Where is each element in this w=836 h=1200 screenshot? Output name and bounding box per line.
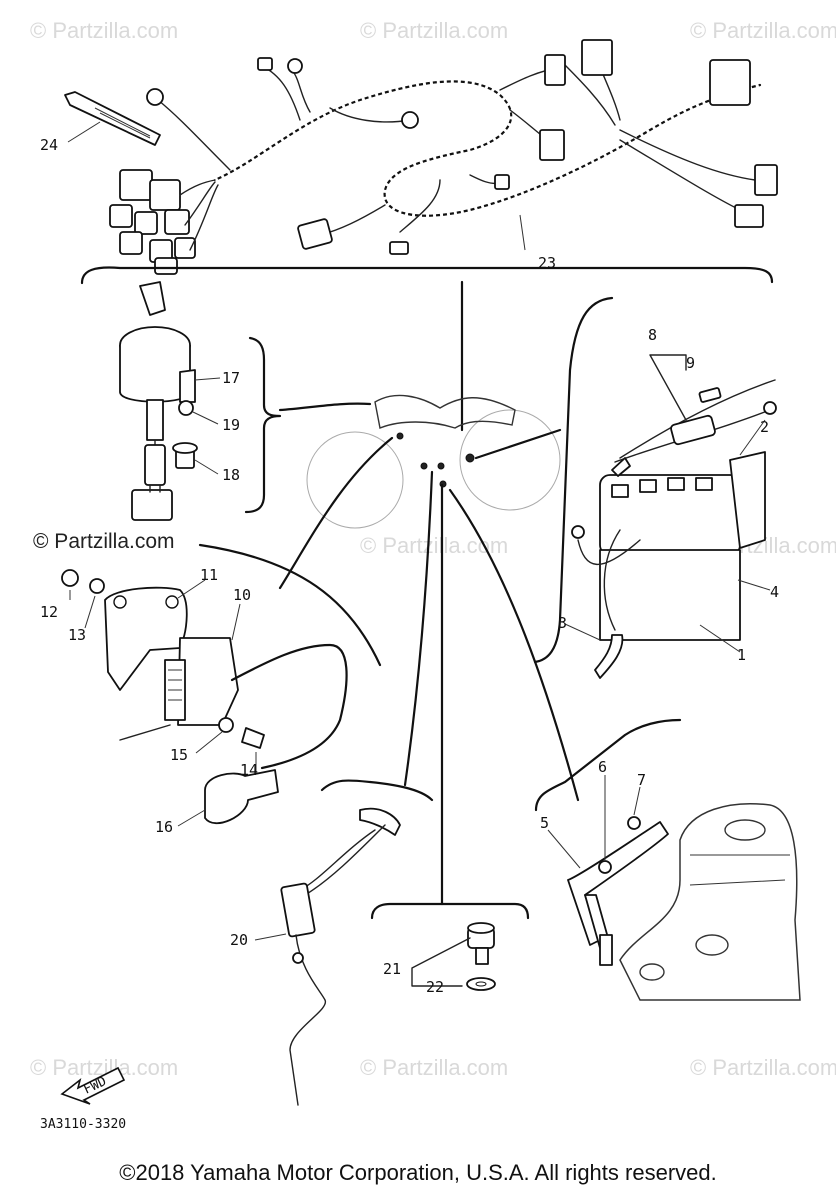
callout-13: 13 xyxy=(68,626,86,644)
watermark: © Partzilla.com xyxy=(690,1055,836,1080)
callout-3: 3 xyxy=(558,614,567,632)
callout-7: 7 xyxy=(637,771,646,789)
group-bracket xyxy=(80,266,774,285)
callout-12: 12 xyxy=(40,603,58,621)
watermark: © Partzilla.com xyxy=(360,533,508,558)
callout-5: 5 xyxy=(540,814,549,832)
callout-21: 21 xyxy=(383,960,401,978)
callout-14: 14 xyxy=(240,761,258,779)
callout-labels: 1 2 3 4 5 6 7 8 9 10 11 12 13 14 15 16 1… xyxy=(40,136,779,996)
battery-group xyxy=(474,296,777,679)
bracket-group xyxy=(448,488,801,1001)
callout-8: 8 xyxy=(648,326,657,344)
bolt-group xyxy=(370,483,530,991)
callout-2: 2 xyxy=(760,418,769,436)
callout-6: 6 xyxy=(598,758,607,776)
callout-18: 18 xyxy=(222,466,240,484)
callout-20: 20 xyxy=(230,931,248,949)
callout-1: 1 xyxy=(737,646,746,664)
watermark: © Partzilla.com xyxy=(360,18,508,43)
watermark: © Partzilla.com xyxy=(690,18,836,43)
neutral-switch-group xyxy=(280,470,434,1106)
callout-19: 19 xyxy=(222,416,240,434)
watermark: © Partzilla.com xyxy=(30,18,178,43)
fwd-arrow-icon: FWD xyxy=(60,1066,126,1105)
callout-22: 22 xyxy=(426,978,444,996)
callout-24: 24 xyxy=(40,136,58,154)
main-switch-group xyxy=(119,281,372,521)
cdi-group xyxy=(61,436,394,825)
frame-silhouette xyxy=(306,394,561,529)
watermark: © Partzilla.com xyxy=(360,1055,508,1080)
callout-15: 15 xyxy=(170,746,188,764)
callout-17: 17 xyxy=(222,369,240,387)
callout-4: 4 xyxy=(770,583,779,601)
leader-lines xyxy=(67,121,771,941)
callout-9: 9 xyxy=(686,354,695,372)
callout-10: 10 xyxy=(233,586,251,604)
partzilla-logo-text: © Partzilla.com xyxy=(33,530,175,553)
callout-11: 11 xyxy=(200,566,218,584)
wire-harness xyxy=(64,39,778,275)
diagram-code: 3A3110-3320 xyxy=(40,1117,126,1132)
callout-16: 16 xyxy=(155,818,173,836)
copyright-text: ©2018 Yamaha Motor Corporation, U.S.A. A… xyxy=(119,1160,717,1185)
callout-23: 23 xyxy=(538,254,556,272)
